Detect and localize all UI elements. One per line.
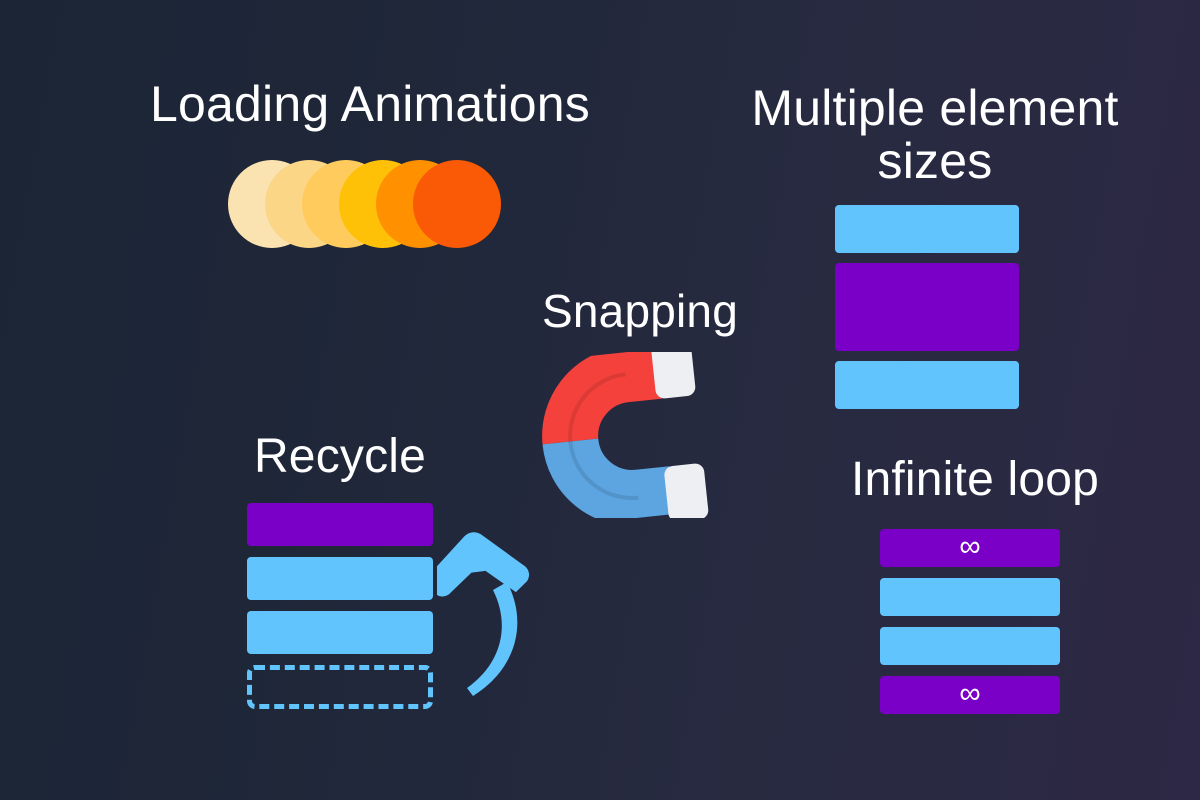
infinite-loop-bar [880,627,1060,665]
size-bar-small [835,361,1019,409]
curved-arrow-up-icon [426,520,537,710]
infinity-icon: ∞ [959,677,981,710]
recycle-title: Recycle [253,430,427,483]
recycle-bar [247,503,433,546]
loading-dots-group [228,160,501,248]
recycle-bar [247,557,433,600]
loading-dot [413,160,501,248]
infinite-loop-bar-stack: ∞∞ [880,529,1060,714]
magnet-icon [540,340,724,526]
recycle-bar-stack [247,503,433,709]
infinite-loop-bar: ∞ [880,529,1060,567]
infinity-icon: ∞ [959,530,981,563]
infinite-loop-bar [880,578,1060,616]
recycle-bar [247,611,433,654]
size-bar-small [835,205,1019,253]
multiple-sizes-bar-stack [835,205,1019,409]
infinite-loop-title: Infinite loop [850,453,1100,506]
recycle-placeholder-slot [247,665,433,709]
multiple-element-sizes-title: Multiple element sizes [751,80,1119,189]
infinite-loop-bar: ∞ [880,676,1060,714]
size-bar-large [835,263,1019,351]
loading-animations-title: Loading Animations [149,76,591,132]
snapping-title: Snapping [542,285,738,337]
